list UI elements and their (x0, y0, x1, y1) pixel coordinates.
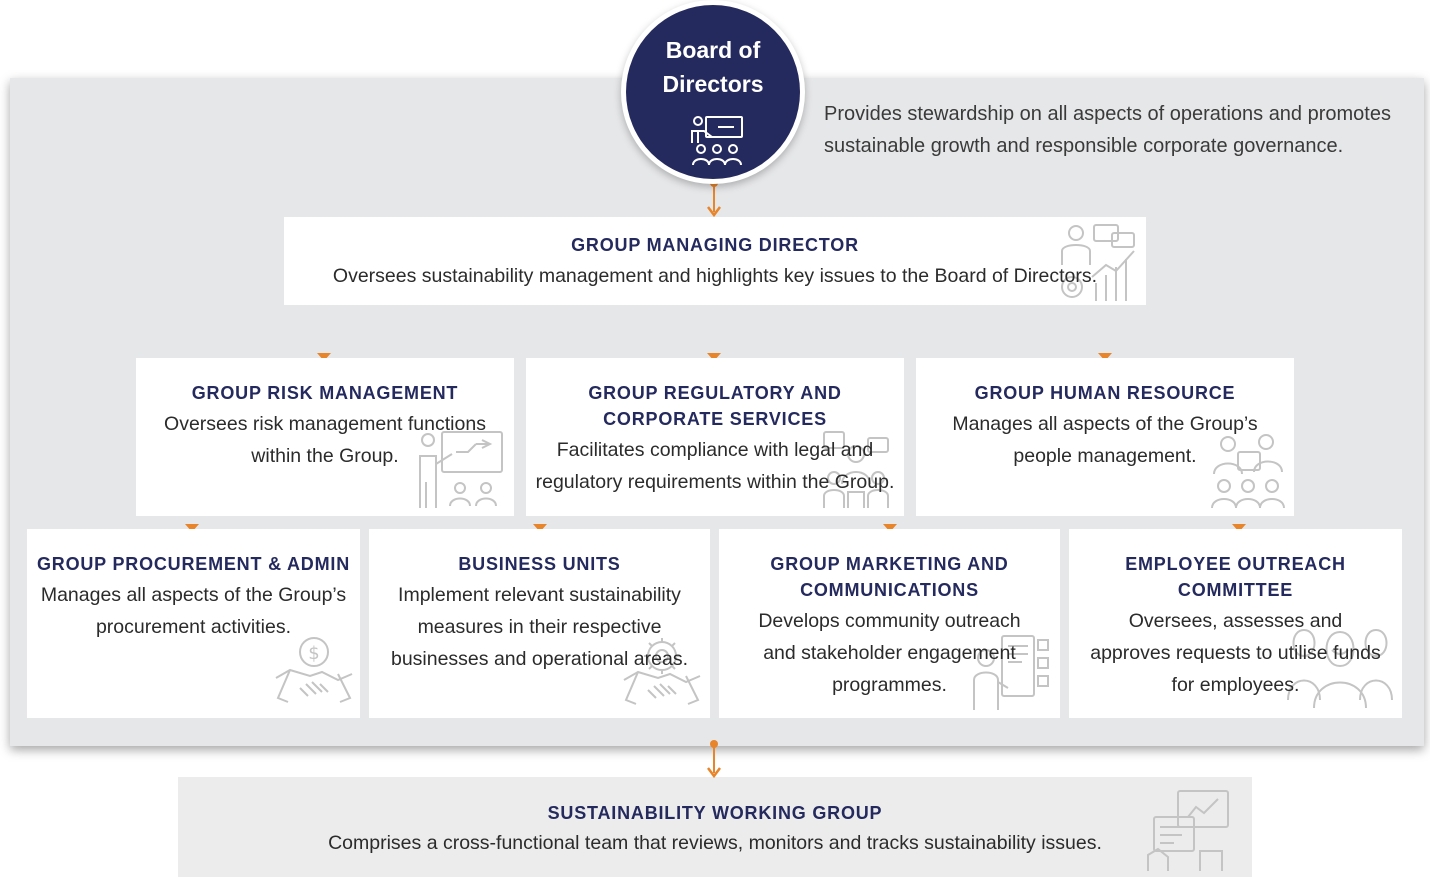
board-of-directors-circle: Board of Directors (626, 5, 800, 179)
employee-outreach-committee-box: EMPLOYEE OUTREACH COMMITTEE Oversees, as… (1069, 529, 1402, 718)
group-regulatory-title: GROUP REGULATORY AND CORPORATE SERVICES (588, 383, 842, 429)
chevron-down-icon (707, 353, 721, 361)
group-risk-management-title: GROUP RISK MANAGEMENT (191, 383, 459, 403)
payment-handshake-icon: $ (275, 637, 353, 703)
svg-text:$: $ (308, 643, 319, 664)
group-procurement-admin-box: $ GROUP PROCUREMENT & ADMIN Manages all … (27, 529, 360, 718)
group-regulatory-description: Facilitates compliance with legal and re… (535, 439, 895, 493)
board-to-gmd-connector (707, 179, 721, 218)
group-human-resource-box: GROUP HUMAN RESOURCE Manages all aspects… (916, 358, 1294, 516)
panel-to-swg-connector (707, 740, 721, 779)
presentation-meeting-icon (691, 116, 743, 166)
sustainability-working-group-box: SUSTAINABILITY WORKING GROUP Comprises a… (178, 777, 1252, 877)
group-procurement-admin-description: Manages all aspects of the Group’s procu… (40, 584, 347, 638)
group-procurement-admin-title: GROUP PROCUREMENT & ADMIN (36, 554, 350, 574)
business-units-title: BUSINESS UNITS (458, 554, 621, 574)
group-marketing-description: Develops community outreach and stakehol… (758, 610, 1021, 696)
team-compliance-icon (823, 431, 889, 508)
business-units-description: Implement relevant sustainability measur… (390, 584, 689, 670)
gmd-title: GROUP MANAGING DIRECTOR (571, 235, 859, 255)
group-risk-management-description: Oversees risk management functions withi… (164, 413, 486, 467)
sustainability-working-group-description: Comprises a cross-functional team that r… (328, 832, 1102, 854)
sustainability-working-group-title: SUSTAINABILITY WORKING GROUP (547, 803, 883, 823)
employee-outreach-title: EMPLOYEE OUTREACH COMMITTEE (1125, 554, 1346, 600)
business-growth-icon (1061, 224, 1135, 301)
group-marketing-communications-box: GROUP MARKETING AND COMMUNICATIONS Devel… (719, 529, 1060, 718)
chevron-down-icon (1232, 524, 1246, 532)
community-people-icon (1287, 628, 1393, 709)
group-human-resource-description: Manages all aspects of the Group’s peopl… (952, 413, 1258, 467)
chevron-down-icon (533, 524, 547, 532)
board-of-directors-node: Board of Directors (621, 0, 805, 184)
group-human-resource-title: GROUP HUMAN RESOURCE (974, 383, 1236, 403)
group-regulatory-corporate-services-box: GROUP REGULATORY AND CORPORATE SERVICES … (526, 358, 904, 516)
employee-outreach-description: Oversees, assesses and approves requests… (1090, 610, 1381, 696)
gmd-description: Oversees sustainability management and h… (332, 265, 1098, 287)
people-management-icon (1211, 434, 1285, 509)
dashboard-analytics-icon (1147, 790, 1229, 871)
chevron-down-icon (883, 524, 897, 532)
chevron-down-icon (185, 524, 199, 532)
partnership-gear-icon (623, 638, 701, 705)
group-risk-management-box: GROUP RISK MANAGEMENT Oversees risk mana… (136, 358, 514, 516)
group-marketing-title: GROUP MARKETING AND COMMUNICATIONS (770, 554, 1009, 600)
group-managing-director-box: GROUP MANAGING DIRECTOR Oversees sustain… (284, 217, 1146, 305)
marketing-dashboard-icon (973, 635, 1049, 710)
board-of-directors-description: Provides stewardship on all aspects of o… (824, 103, 1391, 157)
chevron-down-icon (1098, 353, 1112, 361)
chevron-down-icon (317, 353, 331, 361)
business-units-box: BUSINESS UNITS Implement relevant sustai… (369, 529, 710, 718)
board-of-directors-title: Board of Directors (662, 37, 764, 97)
risk-strategy-presentation-icon (419, 431, 503, 508)
